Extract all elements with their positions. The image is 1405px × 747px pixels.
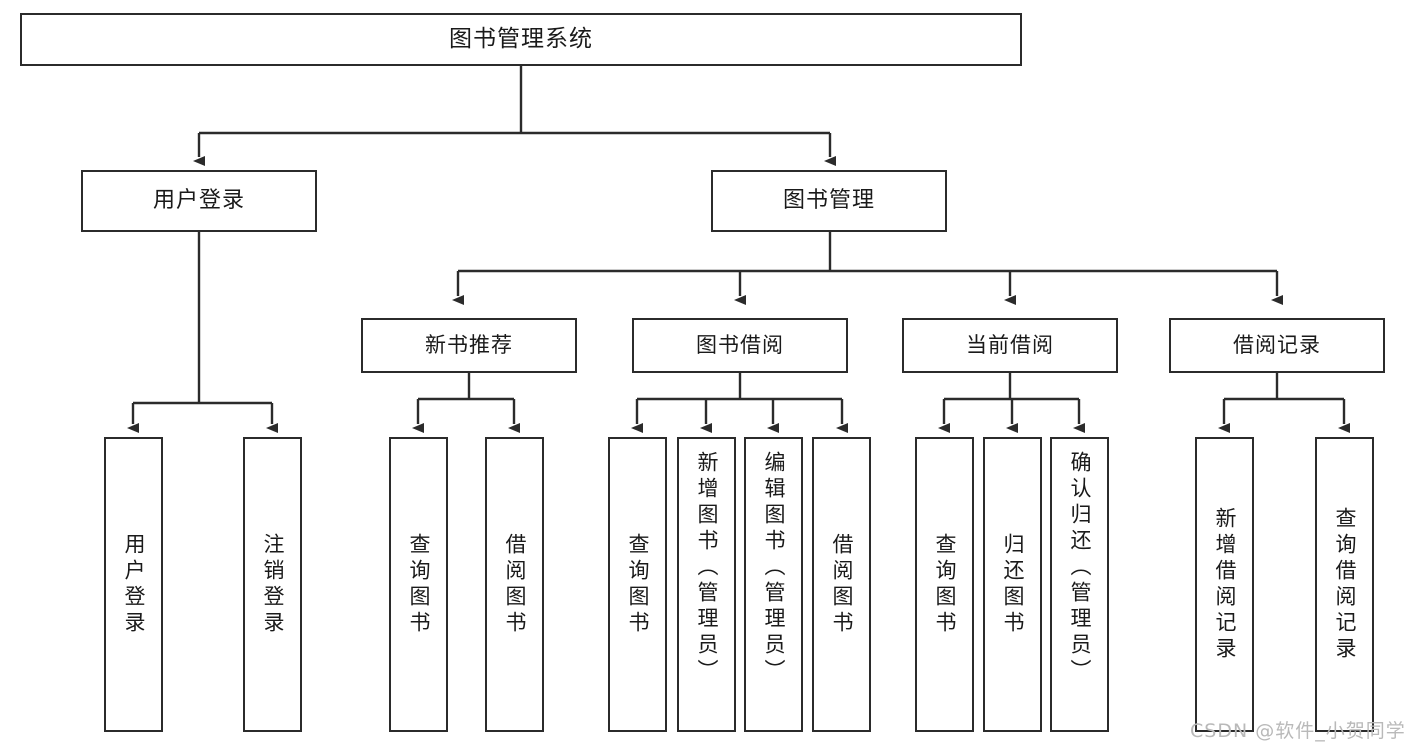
node-current-borrow[interactable]: 当前借阅 [902, 318, 1118, 373]
node-label: 新书推荐 [425, 332, 513, 357]
node-user-login[interactable]: 用户登录 [81, 170, 317, 232]
leaf-edit-book-admin[interactable]: 编辑图书（管理员） [744, 437, 803, 732]
node-label: 新增图书（管理员） [695, 451, 719, 685]
node-label: 编辑图书（管理员） [762, 451, 786, 685]
leaf-user-login[interactable]: 用户登录 [104, 437, 163, 732]
leaf-borrow-book-newbook[interactable]: 借阅图书 [485, 437, 544, 732]
leaf-add-borrow-record[interactable]: 新增借阅记录 [1195, 437, 1254, 732]
node-label: 图书借阅 [696, 332, 784, 357]
node-label: 注销登录 [261, 532, 285, 637]
node-label: 用户登录 [122, 532, 146, 637]
node-label: 当前借阅 [966, 332, 1054, 357]
node-label: 借阅图书 [503, 532, 527, 637]
node-label: 查询图书 [933, 532, 957, 637]
leaf-borrow-book[interactable]: 借阅图书 [812, 437, 871, 732]
leaf-query-borrow-record[interactable]: 查询借阅记录 [1315, 437, 1374, 732]
node-label: 借阅图书 [830, 532, 854, 637]
node-root-system[interactable]: 图书管理系统 [20, 13, 1022, 66]
node-label: 用户登录 [152, 187, 245, 213]
node-label: 查询借阅记录 [1333, 506, 1357, 663]
leaf-query-book-newbook[interactable]: 查询图书 [389, 437, 448, 732]
node-label: 查询图书 [407, 532, 431, 637]
leaf-add-book-admin[interactable]: 新增图书（管理员） [677, 437, 736, 732]
leaf-logout[interactable]: 注销登录 [243, 437, 302, 732]
watermark: CSDN @软件_小贺同学 [1190, 720, 1405, 742]
node-label: 借阅记录 [1233, 332, 1321, 357]
node-book-borrow[interactable]: 图书借阅 [632, 318, 848, 373]
node-new-book-recommend[interactable]: 新书推荐 [361, 318, 577, 373]
node-label: 图书管理 [782, 187, 875, 213]
leaf-return-book[interactable]: 归还图书 [983, 437, 1042, 732]
node-label: 确认归还（管理员） [1068, 451, 1092, 685]
node-book-management[interactable]: 图书管理 [711, 170, 947, 232]
leaf-query-book-borrow[interactable]: 查询图书 [608, 437, 667, 732]
leaf-confirm-return-admin[interactable]: 确认归还（管理员） [1050, 437, 1109, 732]
leaf-query-book-current[interactable]: 查询图书 [915, 437, 974, 732]
node-label: 归还图书 [1001, 532, 1025, 637]
node-label: 图书管理系统 [449, 25, 593, 52]
node-label: 新增借阅记录 [1213, 506, 1237, 663]
node-borrow-record[interactable]: 借阅记录 [1169, 318, 1385, 373]
node-label: 查询图书 [626, 532, 650, 637]
